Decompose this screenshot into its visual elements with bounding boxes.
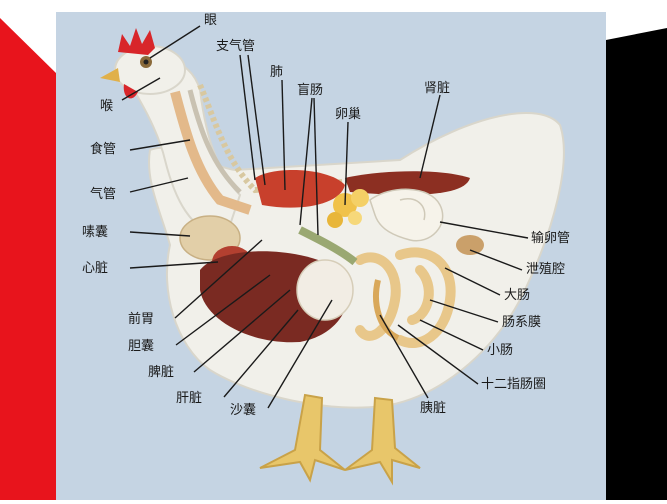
pointer-lines xyxy=(121,25,529,409)
cloaca xyxy=(456,235,484,255)
label-lung: 肺 xyxy=(270,65,284,80)
label-gallbladder: 胆囊 xyxy=(128,339,155,354)
label-mesentery: 肠系膜 xyxy=(502,315,542,330)
gizzard xyxy=(296,259,354,321)
label-pancreas: 胰脏 xyxy=(420,401,447,416)
ovary xyxy=(327,189,369,228)
right-black-band xyxy=(606,28,667,500)
label-liver: 肝脏 xyxy=(176,391,203,406)
label-eye: 眼 xyxy=(204,13,218,28)
label-cloaca: 泄殖腔 xyxy=(526,262,566,277)
label-duodenal-loop: 十二指肠圈 xyxy=(481,377,547,392)
label-crop: 嗉囊 xyxy=(82,225,109,240)
oviduct xyxy=(369,188,444,242)
label-trachea: 气管 xyxy=(90,187,117,202)
chicken-illustration xyxy=(100,28,565,486)
chicken-comb xyxy=(118,28,155,55)
label-ovary: 卵巢 xyxy=(335,107,362,122)
label-proventriculus: 前胃 xyxy=(128,312,155,327)
label-throat: 喉 xyxy=(100,99,114,114)
label-esophagus: 食管 xyxy=(90,142,117,157)
cecum-strip xyxy=(298,226,358,266)
label-oviduct: 输卵管 xyxy=(531,231,571,246)
left-red-band xyxy=(0,18,58,500)
intestines xyxy=(355,247,456,349)
lung xyxy=(255,169,345,208)
label-small-intestine: 小肠 xyxy=(487,343,514,358)
label-large-intestine: 大肠 xyxy=(504,288,531,303)
label-bronchus: 支气管 xyxy=(216,39,256,54)
label-kidney: 肾脏 xyxy=(424,81,451,96)
chicken-beak xyxy=(100,68,120,82)
kidney xyxy=(345,171,470,195)
duodenal-loop xyxy=(373,279,400,341)
legs xyxy=(259,393,421,486)
esophagus xyxy=(170,90,252,215)
label-cecum: 盲肠 xyxy=(297,83,324,98)
label-spleen: 脾脏 xyxy=(148,365,175,380)
trachea xyxy=(187,89,242,194)
label-heart: 心脏 xyxy=(82,261,109,276)
label-gizzard: 沙囊 xyxy=(230,403,257,418)
